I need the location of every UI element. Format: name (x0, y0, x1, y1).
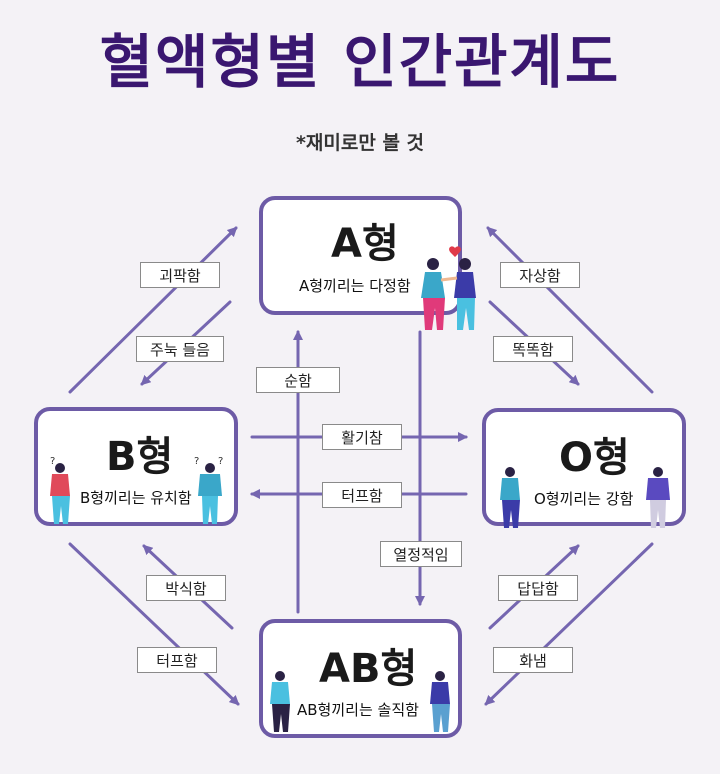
arrow-o-to-ab (484, 542, 654, 706)
label-ab-to-a: 순함 (256, 367, 340, 393)
node-a-name: A형 (331, 221, 399, 267)
label-o-to-ab: 화냄 (493, 647, 573, 673)
svg-text:?: ? (194, 456, 199, 467)
confused-person-left-illustration: ? (50, 456, 70, 524)
label-ab-to-b: 박식함 (146, 575, 226, 601)
label-b-to-o: 활기참 (322, 424, 402, 450)
label-o-to-b: 터프함 (322, 482, 402, 508)
node-ab-desc: AB형끼리는 솔직함 (297, 701, 419, 719)
label-b-to-ab: 터프함 (137, 647, 217, 673)
couple-illustration (421, 246, 476, 330)
svg-text:?: ? (218, 456, 223, 467)
node-b-name: B형 (106, 434, 174, 480)
node-b-desc: B형끼리는 유치함 (80, 489, 192, 507)
strong-person-right-illustration (646, 467, 670, 528)
label-a-to-o: 똑똑함 (493, 336, 573, 362)
arrow-b-to-ab (68, 542, 240, 706)
node-ab-name: AB형 (319, 646, 418, 692)
node-o-desc: O형끼리는 강함 (534, 490, 634, 508)
strong-person-left-illustration (500, 467, 520, 528)
honest-person-right-illustration (430, 671, 450, 732)
confused-person-right-illustration: ? ? (194, 456, 223, 524)
arrow-o-to-a (486, 226, 654, 394)
node-a-desc: A형끼리는 다정함 (299, 277, 411, 295)
label-a-to-b: 주눅 들음 (136, 336, 224, 362)
label-a-to-ab: 열정적임 (380, 541, 462, 567)
honest-person-left-illustration (270, 671, 290, 732)
label-ab-to-o: 답답함 (498, 575, 578, 601)
page-title: 혈액형별 인간관계도 (99, 28, 621, 96)
node-ab: AB형 AB형끼리는 솔직함 (259, 619, 462, 738)
arrow-b-to-a (68, 226, 238, 394)
svg-text:?: ? (50, 456, 55, 467)
node-o-name: O형 (559, 435, 630, 481)
label-b-to-a: 괴팍함 (140, 262, 220, 288)
page-subtitle: *재미로만 볼 것 (295, 132, 425, 154)
label-o-to-a: 자상함 (500, 262, 580, 288)
